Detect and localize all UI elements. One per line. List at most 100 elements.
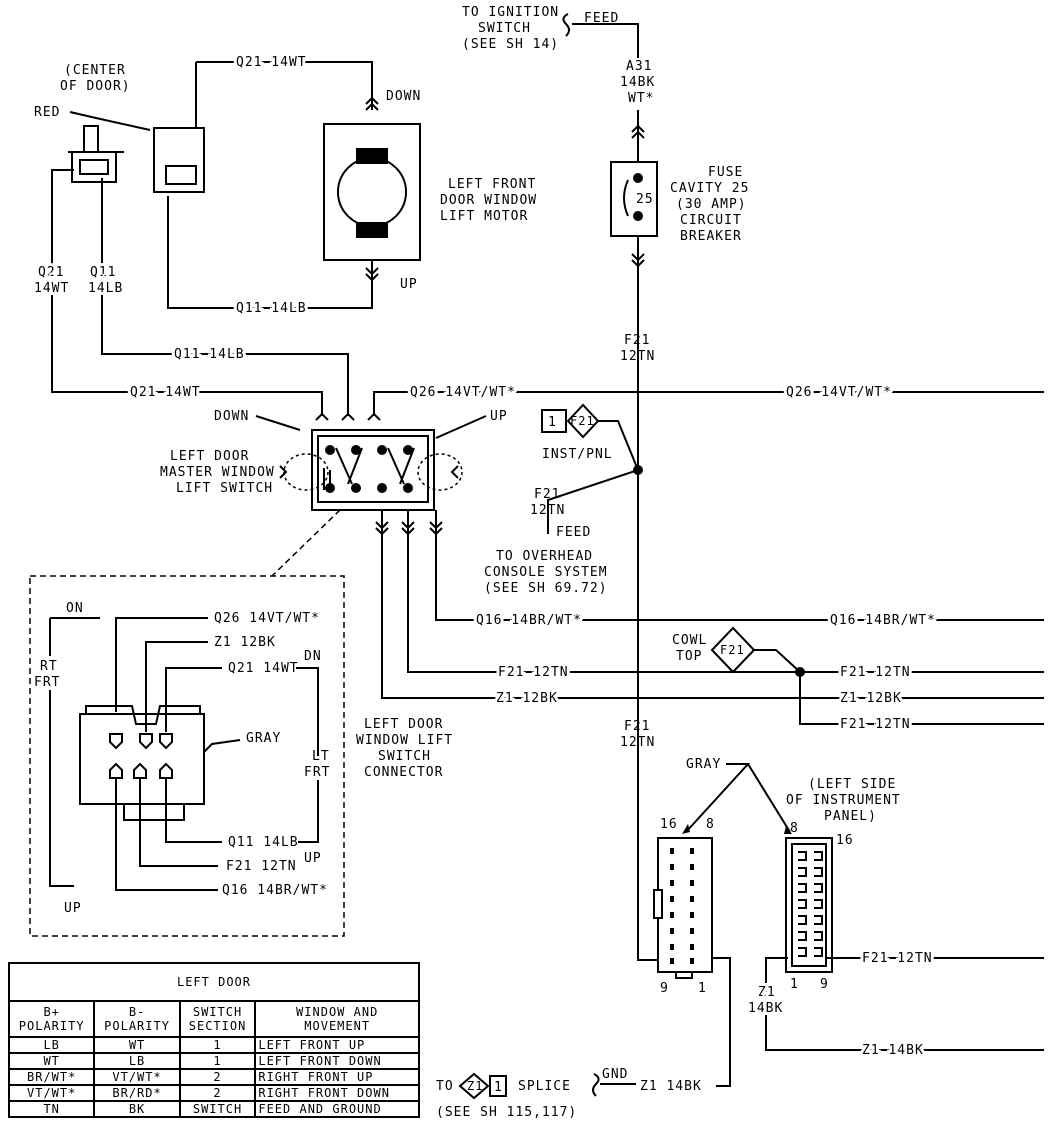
overhead-wire bbox=[547, 469, 639, 534]
red-label: RED bbox=[34, 105, 60, 120]
legend-cell: 2 bbox=[178, 1068, 257, 1086]
legend-cell: 2 bbox=[178, 1084, 257, 1102]
con-q16-label: Q16 14BR/WT* bbox=[222, 883, 328, 898]
switch-left-section bbox=[283, 453, 329, 491]
rt-frt-line bbox=[49, 618, 74, 887]
ign-sheet-label: (SEE SH 14) bbox=[462, 37, 559, 52]
legend-cell: RIGHT FRONT UP bbox=[254, 1068, 420, 1086]
door-connector-pins bbox=[79, 159, 109, 175]
legend-cell: BR/RD* bbox=[93, 1084, 181, 1102]
gray-ip-arrows bbox=[685, 763, 791, 833]
con-z1-wire bbox=[145, 641, 208, 732]
q21-left-label-2: 14WT bbox=[34, 281, 69, 296]
on-label: ON bbox=[66, 601, 84, 616]
con-pins bbox=[109, 733, 173, 779]
pin-8b: 8 bbox=[790, 821, 799, 836]
motor-up-connector-icon bbox=[365, 267, 379, 282]
master-switch: Q26 14VT/WT* Q26 14VT/WT* DOWN UP LEFT D… bbox=[160, 382, 1044, 735]
q11-left-wire bbox=[101, 178, 349, 416]
z1-ip-label-1: Z1 bbox=[758, 985, 776, 1000]
q11-left-label-1: Q11 bbox=[90, 265, 116, 280]
fuse-box bbox=[610, 161, 658, 237]
switch-inner bbox=[317, 435, 429, 503]
motor-brush-bottom bbox=[356, 222, 388, 238]
switch-connector-detail: ON RT FRT UP Q26 14VT/WT* Z1 12BK Q21 14… bbox=[29, 509, 452, 937]
ip-connector-left-key bbox=[675, 971, 693, 979]
legend-cell: WT bbox=[7, 1052, 96, 1070]
ip-connector-right-inner bbox=[791, 843, 827, 967]
red-leader bbox=[69, 111, 151, 131]
z1-ip-wire bbox=[765, 957, 1044, 1051]
legend-cell: LB bbox=[7, 1036, 96, 1054]
con-q21-label: Q21 14WT bbox=[228, 661, 299, 676]
q26-label-a: Q26 14VT/WT* bbox=[410, 385, 516, 400]
legend-cell: FEED AND GROUND bbox=[254, 1100, 420, 1118]
ign-wire bbox=[562, 13, 639, 58]
z1-diamond bbox=[458, 1072, 490, 1100]
q11-low-label: Q11 14LB bbox=[236, 301, 307, 316]
ip-connectors: GRAY (LEFT SIDE OF INSTRUMENT PANEL) 16 … bbox=[653, 757, 1044, 1087]
motor-down-label: DOWN bbox=[386, 89, 421, 104]
q21-top-label: Q21 14WT bbox=[236, 55, 307, 70]
splice-label: SPLICE bbox=[518, 1079, 571, 1094]
switch-up-label: UP bbox=[490, 409, 508, 424]
q16-label-b: Q16 14BR/WT* bbox=[830, 613, 936, 628]
con-f21-wire bbox=[139, 778, 218, 867]
legend-cell: SWITCH bbox=[178, 1100, 257, 1118]
ignition-feed: TO IGNITION SWITCH (SEE SH 14) FEED A31 … bbox=[462, 5, 749, 961]
legend-cell: RIGHT FRONT DOWN bbox=[254, 1084, 420, 1102]
fuse-label-4: CIRCUIT bbox=[680, 213, 742, 228]
motor-brush-top bbox=[356, 148, 388, 164]
master-switch-label-3: LIFT SWITCH bbox=[176, 481, 273, 496]
instpnl-wire bbox=[598, 420, 639, 471]
q16-label-a: Q16 14BR/WT* bbox=[476, 613, 582, 628]
f21-top-label-1: F21 bbox=[624, 333, 650, 348]
cowl-tag: F21 bbox=[720, 643, 745, 657]
con-q21-wire bbox=[165, 667, 222, 732]
switch-right-section bbox=[417, 453, 463, 491]
legend-cell: VT/WT* bbox=[7, 1084, 96, 1102]
ground-splice: TO Z1 1 SPLICE GND Z1 14BK (SEE SH 115,1… bbox=[436, 1067, 701, 1120]
legend-title: LEFT DOOR bbox=[8, 962, 420, 1002]
con-up-left-label: UP bbox=[64, 901, 82, 916]
legend-cell: TN bbox=[7, 1100, 96, 1118]
z1-right-label: Z1 12BK bbox=[496, 691, 558, 706]
fuse-label-2: CAVITY 25 bbox=[670, 181, 749, 196]
legend-cell: LEFT FRONT UP bbox=[254, 1036, 420, 1054]
lt-label-1: LT bbox=[312, 749, 330, 764]
pin-8a: 8 bbox=[706, 817, 715, 832]
con-q16-wire bbox=[115, 778, 218, 891]
z1-splice-wire bbox=[712, 957, 731, 1087]
ip-connector-right-pins bbox=[798, 851, 823, 957]
pin-1b: 1 bbox=[790, 977, 799, 992]
feed-top-label: FEED bbox=[584, 11, 619, 26]
legend-cell: LEFT FRONT DOWN bbox=[254, 1052, 420, 1070]
con-q11-label: Q11 14LB bbox=[228, 835, 299, 850]
a31-connector-icon bbox=[631, 124, 645, 139]
f21-oh-label-1: F21 bbox=[534, 487, 560, 502]
ip-connector-left-pins bbox=[670, 848, 694, 964]
f21-mid-label-1: F21 bbox=[624, 719, 650, 734]
f21-right-label-1b: F21 12TN bbox=[840, 665, 911, 680]
z1-tag: Z1 bbox=[467, 1079, 483, 1093]
door-connector-right bbox=[153, 127, 205, 193]
fuse-number: 25 bbox=[636, 192, 654, 207]
a31-label-2: 14BK bbox=[620, 75, 655, 90]
fuse-label-1: FUSE bbox=[708, 165, 743, 180]
f21-branch-wire bbox=[799, 672, 1044, 725]
ign-to-label: TO IGNITION bbox=[462, 5, 559, 20]
legend-header-0: B+POLARITY bbox=[7, 1000, 96, 1038]
cowl-wire bbox=[754, 649, 801, 673]
conn-label-4: CONNECTOR bbox=[364, 765, 443, 780]
con-top-latch bbox=[85, 705, 201, 725]
a31-label-3: WT* bbox=[628, 91, 654, 106]
cowl-label-1: COWL bbox=[672, 633, 707, 648]
gray-ip-arrowheads bbox=[682, 824, 792, 834]
legend-cell: 1 bbox=[178, 1052, 257, 1070]
z1-wire bbox=[381, 510, 1044, 699]
